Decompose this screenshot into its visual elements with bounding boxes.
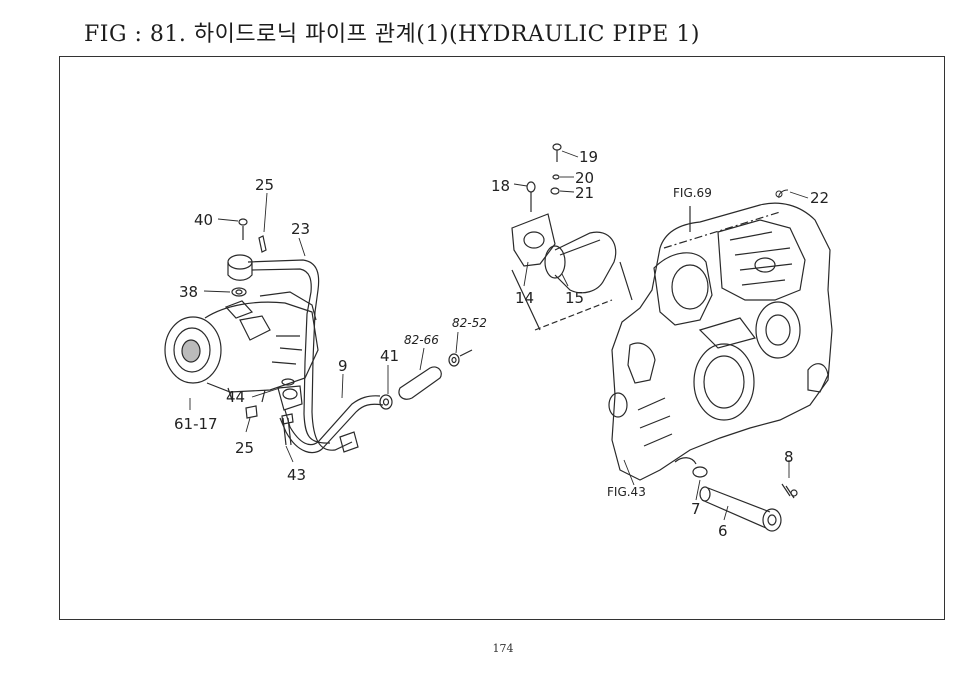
callout-22: 22 <box>810 189 829 207</box>
figure-title: FIG : 81. 하이드로닉 파이프 관계(1)(HYDRAULIC PIPE… <box>84 22 700 47</box>
pipe-fitting <box>277 378 303 446</box>
transmission-case <box>608 202 833 481</box>
callout-25-top: 25 <box>255 176 274 194</box>
callout-19: 19 <box>579 148 598 166</box>
callout-20: 20 <box>575 169 594 187</box>
callout-61-17: 61-17 <box>174 415 218 433</box>
page-number: 174 <box>492 642 514 655</box>
pipe-9 <box>279 395 384 454</box>
callout-40: 40 <box>194 211 213 229</box>
callout-14: 14 <box>515 289 534 307</box>
leader-lines <box>189 150 809 521</box>
diagram-frame <box>59 56 945 620</box>
hose-parts <box>379 349 473 410</box>
pipe-23 <box>247 259 353 451</box>
callout-7: 7 <box>691 500 701 518</box>
callout-9: 9 <box>338 357 348 375</box>
callout-fig69: FIG.69 <box>673 186 712 200</box>
pipe-6 <box>692 466 798 532</box>
bolt-25 <box>245 405 258 419</box>
callout-18: 18 <box>491 177 510 195</box>
callout-23: 23 <box>291 220 310 238</box>
callout-43: 43 <box>287 466 306 484</box>
callout-fig43: FIG.43 <box>607 485 646 499</box>
top-connector <box>227 218 267 297</box>
callout-15: 15 <box>565 289 584 307</box>
callout-82-66: 82-66 <box>404 333 439 347</box>
filter-assembly <box>511 143 633 331</box>
callout-25-bottom: 25 <box>235 439 254 457</box>
callout-8: 8 <box>784 448 794 466</box>
callout-21: 21 <box>575 184 594 202</box>
callout-44: 44 <box>226 388 245 406</box>
callout-38: 38 <box>179 283 198 301</box>
hydraulic-pump <box>164 291 319 403</box>
callout-6: 6 <box>718 522 728 540</box>
callout-82-52: 82-52 <box>452 316 487 330</box>
callout-41: 41 <box>380 347 399 365</box>
